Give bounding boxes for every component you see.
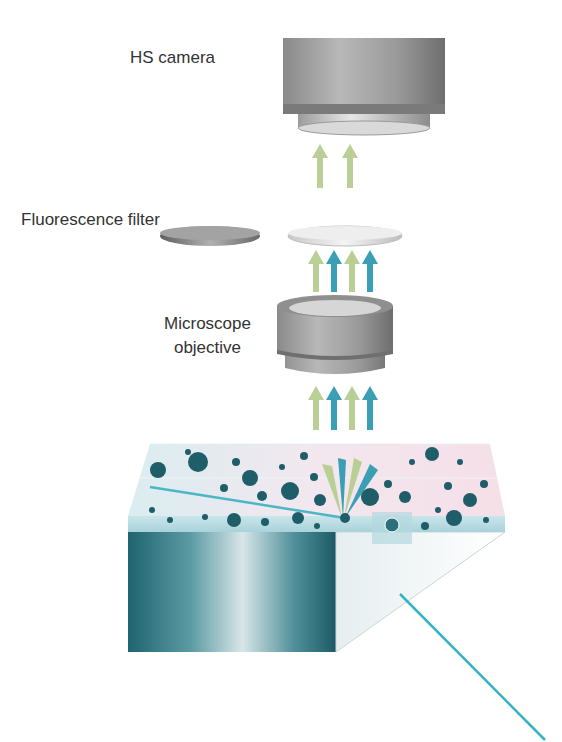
dark-filter-top (160, 226, 260, 240)
particle (300, 452, 308, 460)
particle (425, 447, 439, 461)
prism-front (128, 532, 336, 652)
slab-layer-line (140, 478, 498, 479)
fluorescence-filter (288, 226, 402, 246)
particle (188, 452, 208, 472)
particle (314, 523, 320, 529)
green-ray (322, 464, 342, 518)
particle (444, 482, 452, 490)
particle (242, 470, 258, 486)
laser-beam (400, 594, 545, 740)
laser-beam-in-sample (150, 487, 345, 518)
camera-body (283, 38, 445, 112)
illuminated-region (372, 512, 412, 544)
particle (409, 459, 415, 465)
particle (314, 494, 326, 506)
particle (167, 517, 173, 523)
particle (202, 514, 208, 520)
particle (483, 517, 489, 523)
camera (283, 38, 445, 135)
particle (281, 482, 299, 500)
sample-slab-top (128, 444, 505, 516)
particle (385, 518, 399, 532)
blue-arrow (362, 250, 378, 292)
particle (384, 480, 392, 488)
particle (310, 473, 318, 481)
green-arrow (308, 250, 324, 292)
emission-arrows-top (312, 144, 358, 188)
particle (279, 464, 285, 470)
part-label: Fluorescence filter (18, 208, 163, 232)
blue-arrow (362, 386, 378, 430)
particle (257, 491, 267, 501)
particle (361, 488, 379, 506)
fluorescence-filter-top (288, 226, 402, 240)
camera-mount (298, 114, 430, 134)
green-arrow (344, 250, 360, 292)
camera-lens (298, 121, 430, 135)
particle (185, 449, 191, 455)
emission-arrows-middle (308, 250, 378, 292)
green-arrow (308, 386, 324, 430)
objective (277, 295, 393, 374)
particle (435, 507, 441, 513)
particle (457, 459, 463, 465)
objective-groove (277, 350, 393, 360)
blue-arrow (326, 250, 342, 292)
particle (463, 493, 477, 507)
particle (480, 480, 488, 488)
objective-top (277, 295, 393, 317)
particle (292, 512, 304, 524)
particle (446, 510, 462, 526)
blue-arrow (326, 386, 342, 430)
particle (227, 513, 241, 527)
particle (421, 522, 429, 530)
green-arrow (312, 144, 328, 188)
part-label: HS camera (130, 46, 270, 70)
prism-side (336, 532, 505, 652)
blue-ray (338, 458, 346, 518)
particle (220, 484, 228, 492)
particle (232, 458, 240, 466)
blue-ray (345, 464, 378, 518)
part-label: Microscope objective (150, 312, 265, 360)
emission-cone (322, 458, 378, 518)
particle (399, 491, 411, 503)
particle (149, 507, 155, 513)
particle (340, 513, 350, 523)
emission-arrows-bottom (308, 386, 378, 430)
camera-base (283, 104, 445, 114)
particles (149, 447, 489, 532)
particle (150, 462, 166, 478)
slab-edge (150, 444, 490, 445)
objective-bore (289, 300, 381, 316)
green-arrow (342, 144, 358, 188)
dark-filter (160, 226, 260, 246)
green-arrow (344, 386, 360, 430)
particle (261, 518, 269, 526)
